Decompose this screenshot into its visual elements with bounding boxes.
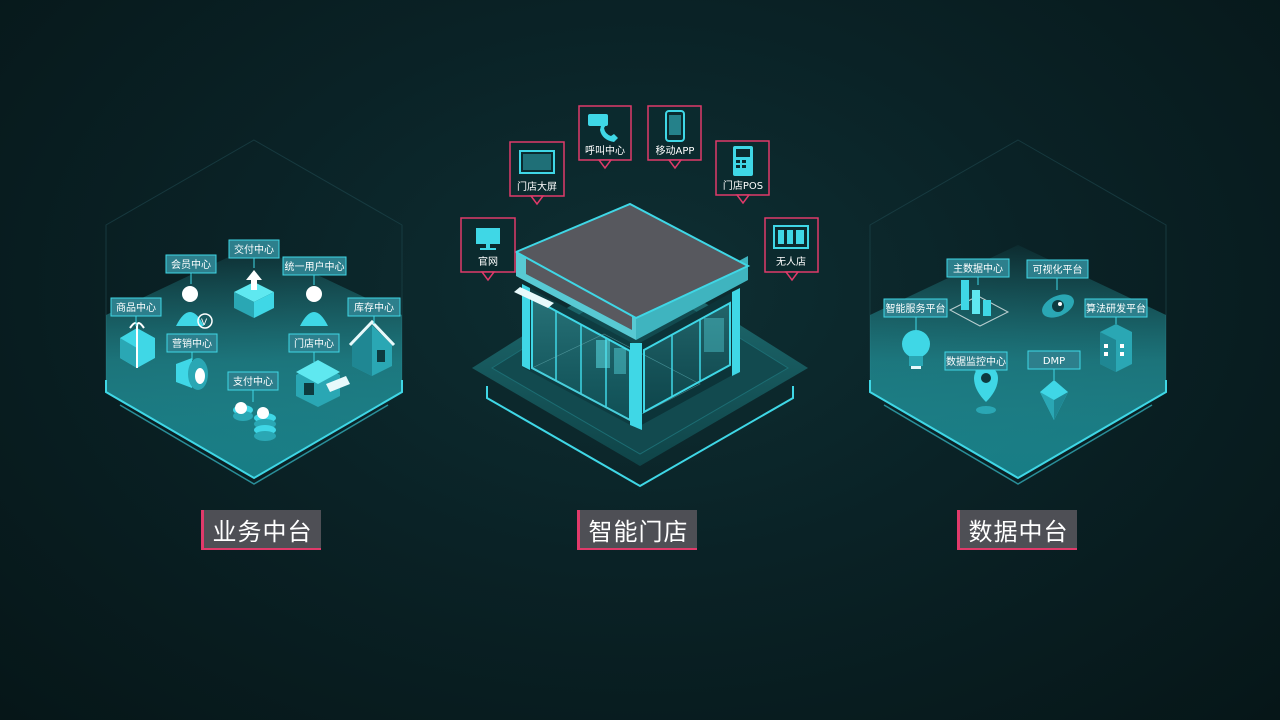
svg-text:智能服务平台: 智能服务平台: [886, 302, 946, 315]
svg-text:门店中心: 门店中心: [294, 337, 334, 350]
svg-text:可视化平台: 可视化平台: [1033, 263, 1083, 276]
large-screen-icon: [519, 150, 555, 174]
svg-text:门店大屏: 门店大屏: [517, 180, 557, 193]
svg-text:V: V: [201, 318, 208, 328]
svg-text:营销中心: 营销中心: [172, 337, 212, 350]
coins-icon: [233, 402, 276, 441]
svg-text:数据监控中心: 数据监控中心: [946, 355, 1006, 368]
server-panel-icon: [1100, 324, 1132, 372]
store-building-icon: [296, 360, 350, 407]
left-platform: [105, 139, 403, 485]
svg-text:商品中心: 商品中心: [116, 301, 156, 314]
svg-text:DMP: DMP: [1043, 356, 1065, 367]
business-platform-title: 业务中台: [201, 510, 321, 550]
label-visualization-platform: 可视化平台: [1026, 259, 1089, 290]
label-algorithm-platform: 算法研发平台: [1084, 298, 1148, 324]
label-dmp: DMP: [1027, 350, 1081, 380]
label-payment-center: 支付中心: [227, 371, 279, 402]
label-marketing-center: 营销中心: [166, 333, 218, 360]
pos-callout: 门店POS: [715, 140, 770, 205]
svg-text:支付中心: 支付中心: [233, 375, 273, 388]
shelf-store-icon: [773, 225, 809, 249]
warehouse-icon: [348, 319, 396, 376]
dmp-diamond-icon: [1040, 380, 1068, 420]
location-pin-icon: [974, 366, 998, 414]
svg-text:库存中心: 库存中心: [354, 301, 394, 314]
label-data-monitoring-center: 数据监控中心: [944, 351, 1008, 376]
gift-icon: [120, 322, 155, 368]
data-platform-title: 数据中台: [957, 510, 1077, 550]
screen-callout: 门店大屏: [509, 141, 565, 206]
smart-store-title: 智能门店: [577, 510, 697, 550]
svg-text:呼叫中心: 呼叫中心: [585, 144, 625, 157]
svg-text:门店POS: 门店POS: [723, 179, 763, 192]
svg-text:移动APP: 移动APP: [656, 144, 695, 157]
svg-text:统一用户中心: 统一用户中心: [285, 260, 345, 273]
svg-text:官网: 官网: [478, 255, 498, 268]
master-data-chart-icon: [948, 280, 1010, 327]
store-building: [513, 202, 751, 430]
label-store-center: 门店中心: [288, 333, 340, 362]
label-delivery-center: 交付中心: [228, 239, 280, 268]
label-inventory-center: 库存中心: [347, 297, 401, 324]
lightbulb-icon: [902, 330, 930, 369]
label-goods-center: 商品中心: [110, 297, 162, 326]
website-callout: 官网: [460, 217, 516, 282]
svg-text:会员中心: 会员中心: [171, 258, 211, 271]
member-person-icon: V: [176, 286, 213, 329]
eye-icon: [1042, 294, 1074, 318]
label-member-center: 会员中心: [165, 254, 217, 284]
label-user-center: 统一用户中心: [282, 256, 347, 285]
svg-text:主数据中心: 主数据中心: [953, 262, 1003, 275]
svg-text:算法研发平台: 算法研发平台: [1086, 302, 1146, 315]
call-center-callout: 呼叫中心: [578, 105, 632, 170]
svg-text:无人店: 无人店: [776, 255, 806, 268]
label-master-data-center: 主数据中心: [946, 258, 1010, 285]
unmanned-store-callout: 无人店: [764, 217, 819, 282]
svg-text:交付中心: 交付中心: [234, 243, 274, 256]
user-person-icon: [300, 286, 328, 326]
megaphone-icon: [176, 358, 208, 390]
delivery-box-icon: [234, 270, 274, 318]
mobile-app-callout: 移动APP: [647, 105, 702, 170]
monitor-icon: [476, 228, 500, 244]
label-intelligent-service-platform: 智能服务平台: [883, 298, 948, 330]
smartphone-icon: [665, 110, 685, 142]
